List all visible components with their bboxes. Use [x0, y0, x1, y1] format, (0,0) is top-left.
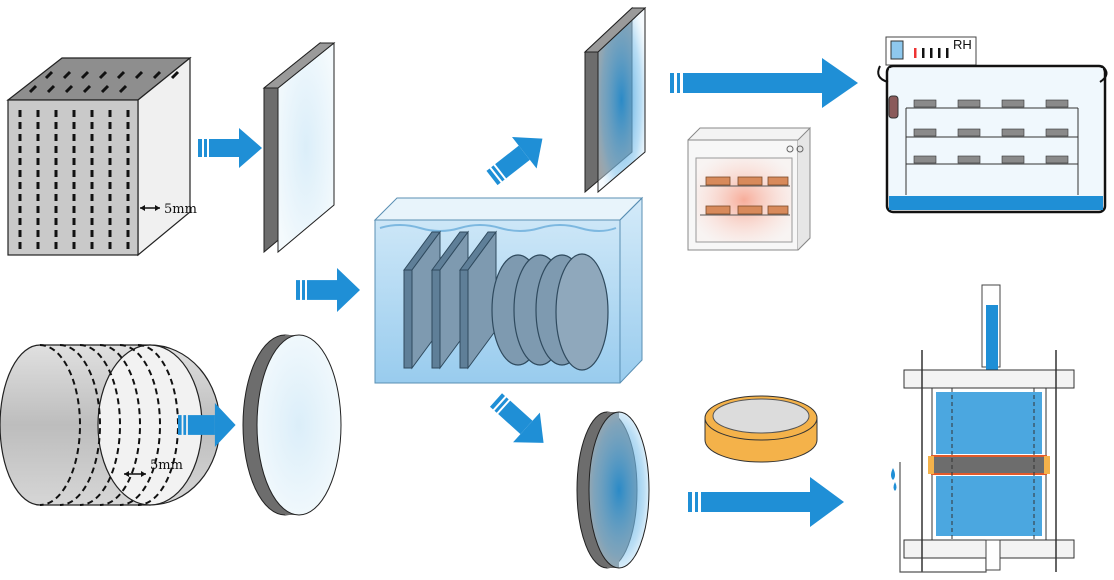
saturated-circular-disc	[576, 411, 650, 569]
circular-disc	[242, 334, 342, 516]
humidity-readout-label: RH	[953, 37, 972, 52]
arrow-icon	[482, 385, 557, 458]
drying-oven	[687, 126, 811, 251]
saturated-square-slab	[583, 6, 647, 194]
square-slab	[262, 41, 336, 254]
arrow-icon	[479, 122, 555, 194]
cylinder-dimension-marker	[124, 471, 146, 477]
cylinder-spacing-label: 5mm	[150, 458, 183, 473]
humidity-chamber: RH	[877, 36, 1108, 214]
arrow-icon	[198, 128, 262, 168]
cube-spacing-label: 5mm	[164, 202, 197, 217]
sealing-ring	[704, 395, 818, 463]
arrow-icon	[670, 58, 858, 108]
cylinder-specimen: 5mm	[0, 344, 221, 506]
arrow-icon	[688, 477, 844, 527]
arrow-icon	[296, 268, 360, 312]
water-tank	[373, 196, 644, 384]
permeability-cell	[891, 284, 1075, 573]
cube-specimen: 5mm	[6, 56, 197, 257]
cube-dimension-marker	[140, 205, 160, 211]
